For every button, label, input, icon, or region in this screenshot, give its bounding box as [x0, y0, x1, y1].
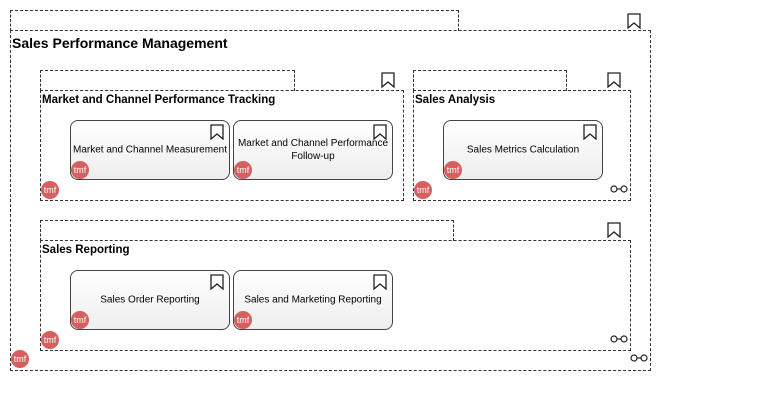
tmf-badge: tmf	[41, 181, 59, 199]
tmf-badge: tmf	[234, 161, 252, 179]
link-icon	[630, 354, 648, 362]
group-tab	[40, 220, 454, 241]
bookmark-icon	[607, 222, 621, 238]
capability-label: Sales and Marketing Reporting	[244, 294, 382, 306]
bookmark-icon	[373, 274, 387, 290]
link-icon	[610, 335, 628, 343]
bookmark-icon	[627, 13, 641, 29]
capability-sales-metrics-calculation[interactable]: Sales Metrics Calculation tmf	[443, 120, 603, 180]
link-icon	[610, 185, 628, 193]
tmf-badge: tmf	[41, 331, 59, 349]
tmf-badge: tmf	[71, 161, 89, 179]
tmf-badge: tmf	[234, 311, 252, 329]
tmf-badge: tmf	[414, 181, 432, 199]
group-tab	[413, 70, 567, 91]
root-tab	[10, 10, 459, 31]
tmf-badge: tmf	[71, 311, 89, 329]
bookmark-icon	[210, 274, 224, 290]
bookmark-icon	[381, 72, 395, 88]
root-title: Sales Performance Management	[12, 35, 228, 51]
capability-market-channel-follow-up[interactable]: Market and Channel Performance Follow-up…	[233, 120, 393, 180]
group-sales-reporting[interactable]	[40, 240, 631, 351]
capability-label: Sales Order Reporting	[100, 294, 200, 306]
group-sales-analysis[interactable]	[413, 90, 631, 201]
group-title: Market and Channel Performance Tracking	[42, 94, 276, 106]
capability-label: Sales Metrics Calculation	[466, 144, 580, 156]
bookmark-icon	[607, 72, 621, 88]
group-market-channel-tracking[interactable]	[40, 90, 404, 201]
bookmark-icon	[210, 124, 224, 140]
capability-sales-order-reporting[interactable]: Sales Order Reporting tmf	[70, 270, 230, 330]
tmf-badge: tmf	[444, 161, 462, 179]
capability-label: Market and Channel Measurement	[73, 144, 227, 156]
bookmark-icon	[583, 124, 597, 140]
capability-market-channel-measurement[interactable]: Market and Channel Measurement tmf	[70, 120, 230, 180]
group-tab	[40, 70, 295, 91]
bookmark-icon	[373, 124, 387, 140]
group-title: Sales Reporting	[42, 244, 130, 256]
capability-sales-marketing-reporting[interactable]: Sales and Marketing Reporting tmf	[233, 270, 393, 330]
capability-label: Market and Channel Performance Follow-up	[237, 138, 389, 162]
tmf-badge: tmf	[11, 350, 29, 368]
group-title: Sales Analysis	[415, 94, 496, 106]
root-container[interactable]	[10, 30, 651, 371]
